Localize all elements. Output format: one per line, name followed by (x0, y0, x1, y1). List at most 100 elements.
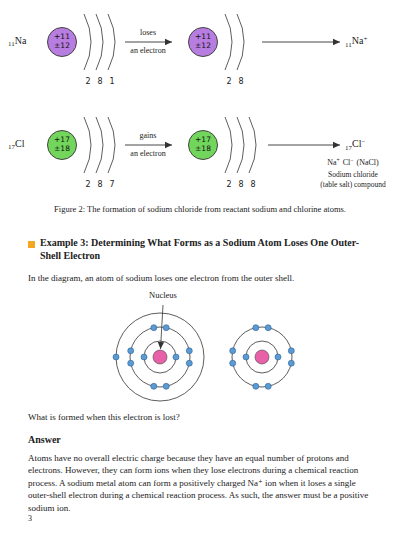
nucleus-circle: +11±12 (188, 27, 218, 57)
shell-arc (84, 14, 91, 70)
body-text: In the diagram, an atom of sodium loses … (28, 273, 376, 285)
electron-count: 8 (247, 180, 259, 190)
electron-count: 8 (235, 180, 247, 190)
atomic-number: 17 (8, 143, 15, 151)
electron-count: 7 (106, 180, 118, 190)
answer-text: Atoms have no overall electric charge be… (28, 452, 376, 514)
electron-count: 2 (223, 77, 235, 87)
electron (253, 383, 259, 389)
electron-count: 8 (235, 77, 247, 87)
electron (288, 360, 294, 366)
proton-count: +11 (195, 33, 211, 42)
page-number: 3 (28, 514, 58, 524)
leader-line (161, 305, 164, 349)
electron (275, 354, 281, 360)
charge-sign: + (337, 157, 340, 163)
nucleus-circle: +11±12 (47, 27, 77, 57)
shell-arc (84, 117, 91, 173)
electron-count: 2 (82, 180, 94, 190)
symbol-text: (NaCl) (356, 158, 378, 167)
electron (113, 354, 119, 360)
shell-arc (96, 14, 103, 70)
symbol-text: Na (352, 35, 364, 46)
arrow-label: loses (123, 28, 173, 38)
electron (265, 383, 271, 389)
charge-sign: − (350, 157, 353, 163)
electron-shell (116, 313, 204, 401)
atomic-number: 11 (8, 40, 15, 48)
shell-arc (237, 117, 244, 173)
electron-shell (232, 327, 292, 387)
reaction-arrow (125, 145, 172, 146)
element-symbol: 17Cl (8, 138, 24, 152)
element-symbol: 11Na (8, 35, 26, 49)
electron (230, 360, 236, 366)
electron-count: 1 (106, 77, 118, 87)
heading-square (28, 241, 35, 248)
reaction-arrow (262, 42, 340, 43)
electron (253, 325, 259, 331)
reaction-arrow (125, 42, 172, 43)
shell-arc (225, 14, 232, 70)
arrow-label: gains (123, 131, 173, 141)
neutron-count: ±12 (54, 42, 70, 51)
callout-label: Nucleus (138, 290, 188, 301)
proton-count: +17 (195, 136, 211, 145)
compound-formula: Na+Cl−(NaCl) (310, 157, 396, 167)
ion-symbol: 11Na+ (345, 35, 367, 49)
ion-symbol: 17Cl− (345, 138, 365, 152)
symbol-text: Cl (343, 158, 351, 167)
reaction-arrow (268, 145, 340, 146)
electron-count: 8 (94, 77, 106, 87)
proton-count: +17 (54, 136, 70, 145)
electron-count: 8 (94, 180, 106, 190)
charge-sign: − (361, 138, 365, 146)
proton-count: +11 (54, 33, 70, 42)
arrow-label: an electron (118, 149, 178, 159)
electron (186, 360, 192, 366)
electron-shell (144, 341, 176, 373)
electron (128, 348, 134, 354)
shell-arc (108, 14, 115, 70)
answer-heading: Answer (28, 433, 128, 446)
electron (230, 348, 236, 354)
electron (151, 325, 157, 331)
electron-count: 2 (223, 180, 235, 190)
nucleus-circle: +17±18 (47, 130, 77, 160)
symbol-text: Cl (15, 138, 24, 149)
atomic-number: 17 (345, 144, 352, 152)
neutron-count: ±18 (195, 145, 211, 154)
figure-caption: Figure 2: The formation of sodium chlori… (20, 204, 380, 215)
electron (288, 348, 294, 354)
symbol-text: Cl (352, 138, 361, 149)
compound-name: (table salt) compound (310, 180, 396, 190)
electron (141, 354, 147, 360)
shell-arc (108, 117, 115, 173)
electron (186, 348, 192, 354)
neutron-count: ±12 (195, 42, 211, 51)
arrow-label: an electron (118, 46, 178, 56)
charge-sign: + (363, 35, 367, 43)
electron (265, 325, 271, 331)
electron (173, 354, 179, 360)
example-heading: Example 3: Determining What Forms as a S… (40, 236, 378, 262)
shell-arc (96, 117, 103, 173)
electron-shell (130, 327, 190, 387)
electron (151, 383, 157, 389)
neutron-count: ±18 (54, 145, 70, 154)
electron (163, 325, 169, 331)
symbol-text: Na (15, 35, 27, 46)
compound-name: Sodium chloride (310, 170, 396, 180)
symbol-text: Na (327, 158, 336, 167)
shell-arc (249, 117, 256, 173)
nucleus (153, 350, 167, 364)
nucleus (255, 350, 269, 364)
electron (163, 383, 169, 389)
electron (243, 354, 249, 360)
shell-arc (225, 117, 232, 173)
electron-count: 2 (82, 77, 94, 87)
question-text: What is formed when this electron is los… (28, 412, 376, 424)
shell-arc (237, 14, 244, 70)
atomic-number: 11 (345, 41, 352, 49)
